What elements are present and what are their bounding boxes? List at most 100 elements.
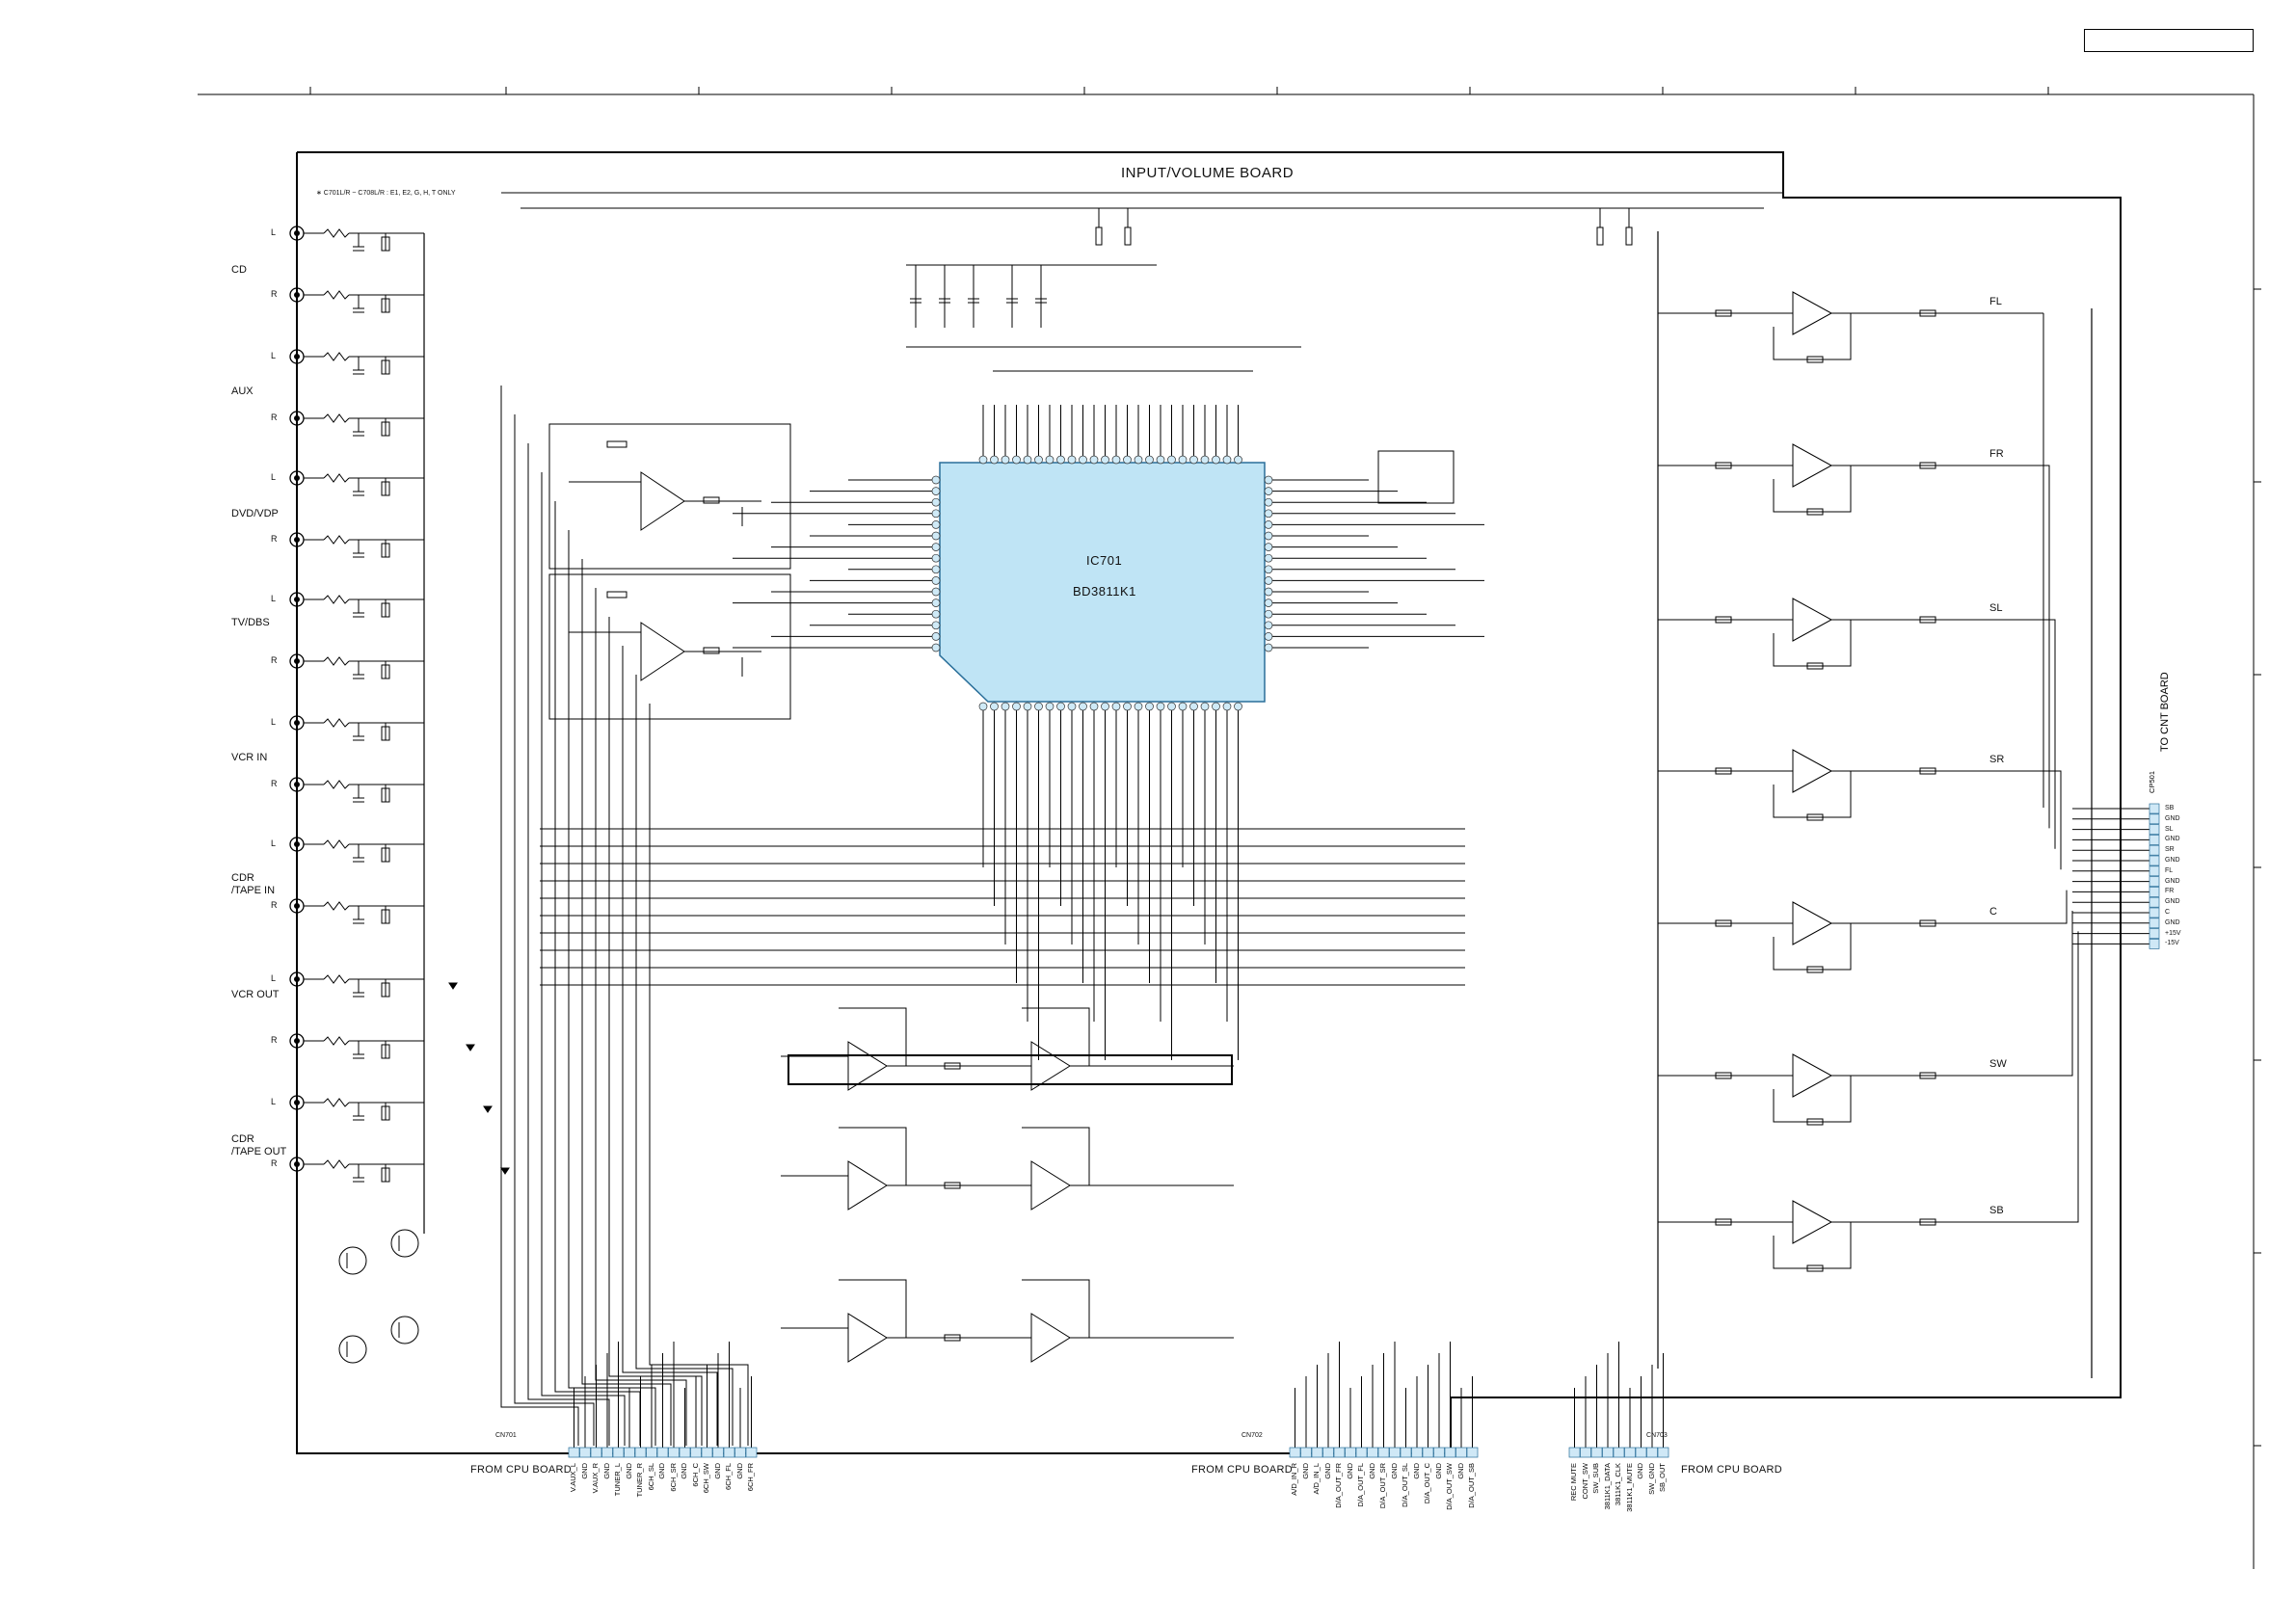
channel-label: R <box>271 412 278 422</box>
feedback-path <box>1773 923 1852 971</box>
ic701-right-pin <box>1264 475 1273 485</box>
cn702-pin <box>1411 1447 1423 1458</box>
cp501-pin <box>2149 907 2160 918</box>
output-label-sb: SB <box>1989 1205 2004 1216</box>
ic701-bottom-pin <box>1101 702 1109 711</box>
connector-signal: SB_OUT <box>1658 1463 1667 1493</box>
routing-line <box>635 675 734 1446</box>
ic701-top-pin <box>1156 455 1165 465</box>
cp501-pin-label: FL <box>2165 866 2174 874</box>
output-opamp <box>1792 1053 1833 1098</box>
ic701-right-pin <box>1264 497 1273 507</box>
input-jack <box>289 470 305 486</box>
mid-opamp-2 <box>1030 1160 1071 1211</box>
feedback-path <box>1773 620 1852 667</box>
channel-label: L <box>271 973 277 983</box>
ic701-right-pin <box>1264 543 1273 551</box>
connector-signal: GND <box>734 1463 744 1479</box>
input-jack <box>289 777 305 792</box>
output-label-c: C <box>1989 906 1997 918</box>
channel-label: L <box>271 351 277 360</box>
cp501-name: CP501 <box>2148 771 2156 793</box>
input-jack <box>289 715 305 731</box>
cp501-pin-label: GND <box>2165 877 2180 885</box>
diode-symbol <box>483 1105 493 1113</box>
output-label-sw: SW <box>1989 1058 2007 1070</box>
cn702-pin <box>1355 1447 1368 1458</box>
cp501-pin-label: +15V <box>2165 929 2181 937</box>
connector-signal: GND <box>657 1463 666 1479</box>
connector-signal: 6CH_FL <box>724 1463 733 1490</box>
feedback-path <box>1773 1076 1852 1123</box>
mid-feedback <box>839 1279 907 1338</box>
cn701-pin <box>601 1447 613 1458</box>
ic701-top-pin <box>1212 455 1220 465</box>
shunt-resistor-body <box>381 1167 390 1183</box>
ic701-top-pin <box>1079 455 1087 465</box>
output-route <box>2043 770 2062 870</box>
input-jack <box>289 1033 305 1049</box>
stage-input-resistor <box>1715 767 1732 775</box>
feedback-path <box>1773 313 1852 360</box>
channel-label: R <box>271 1035 278 1045</box>
input-jack <box>289 411 305 426</box>
cn701-pin <box>646 1447 657 1458</box>
cp501-pin <box>2149 887 2160 897</box>
channel-label: L <box>271 717 277 727</box>
shunt-resistor-body <box>381 909 390 924</box>
input-jack-pin <box>294 475 300 481</box>
cn702-pin <box>1444 1447 1456 1458</box>
cn702-pin <box>1367 1447 1378 1458</box>
ic701-right-pin <box>1264 576 1273 585</box>
cp501-pin-label: GND <box>2165 857 2180 864</box>
connector-signal: V.AUX_R <box>591 1463 600 1494</box>
connector-signal: GND <box>712 1463 722 1479</box>
routing-line <box>500 386 579 1446</box>
routing-line <box>608 617 703 1446</box>
input-resistor <box>323 656 350 666</box>
cn703-pin <box>1590 1447 1603 1458</box>
input-resistor <box>323 1098 350 1107</box>
cp501-pin <box>2149 813 2160 825</box>
shunt-resistor-body <box>381 726 390 741</box>
mid-feedback <box>839 1127 907 1185</box>
cp501-pin-label: GND <box>2165 836 2180 843</box>
cn701-pin <box>668 1447 680 1458</box>
connector-signal: 6CH_SL <box>646 1463 655 1491</box>
ic701-bottom-pin <box>1134 702 1143 711</box>
input-jack <box>289 1157 305 1172</box>
cp501-pin-label: -15V <box>2165 940 2179 947</box>
ic701-right-pin <box>1264 531 1273 541</box>
cp501-pin <box>2149 824 2160 835</box>
shunt-resistor-body <box>381 664 390 679</box>
connector-signal: D/A_OUT_SW <box>1445 1463 1454 1510</box>
connector-signal: SW_GND <box>1646 1463 1656 1495</box>
input-jack <box>289 1095 305 1110</box>
cn702-pin <box>1377 1447 1390 1458</box>
ic701-bottom-pin <box>1234 702 1242 711</box>
mid-feedback <box>1022 1279 1090 1338</box>
connector-signal: TUNER_R <box>635 1463 644 1498</box>
input-resistor <box>323 901 350 911</box>
connector-signal: 3811K1_CLK <box>1614 1463 1622 1506</box>
feedback-resistor <box>1806 1264 1824 1272</box>
connector-signal: GND <box>1367 1463 1376 1479</box>
ic701-left-pin <box>931 497 941 507</box>
cn703-pin <box>1635 1447 1647 1458</box>
mid-opamp-2 <box>1030 1041 1071 1091</box>
cn703-pin <box>1580 1447 1591 1458</box>
stage-output-resistor <box>1919 309 1936 317</box>
input-label-2: DVD/VDP <box>231 508 279 519</box>
connector-name: CN701 <box>495 1432 517 1439</box>
connector-signal: D/A_OUT_SR <box>1378 1463 1387 1509</box>
channel-label: L <box>271 838 277 848</box>
ic701-top-pin <box>1178 455 1188 465</box>
ic701-right-pin <box>1264 632 1273 641</box>
input-jack-pin <box>294 1038 300 1044</box>
ic701-left-pin <box>931 632 941 641</box>
ic701-bottom-pin <box>1123 702 1132 711</box>
input-label-4: VCR IN <box>231 752 268 763</box>
cp501-pin <box>2149 855 2160 866</box>
cn702-pin <box>1389 1447 1401 1458</box>
cn702-pin <box>1466 1447 1479 1458</box>
